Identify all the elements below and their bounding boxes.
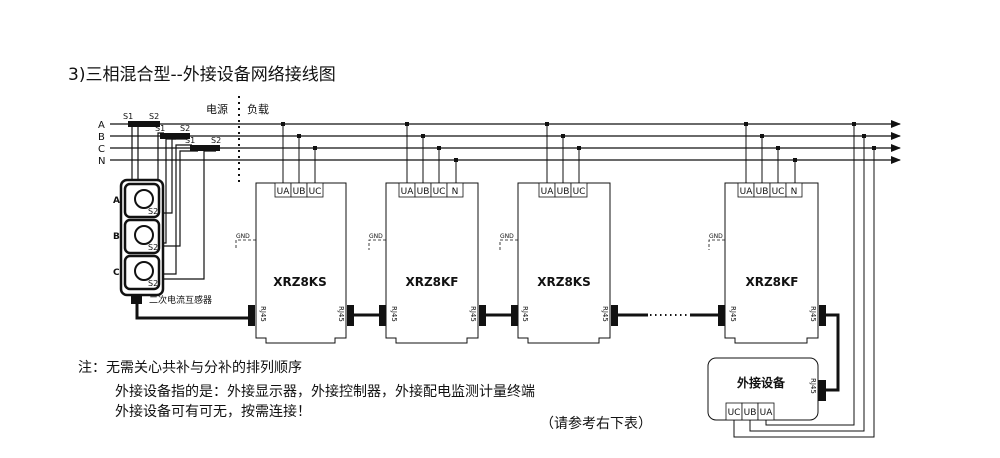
phase-label-n: N <box>98 156 105 167</box>
device-1-body <box>255 182 347 344</box>
device-3-port-left-label: RJ45 <box>521 306 529 322</box>
note-line-4: （请参考右下表） <box>540 416 652 432</box>
ct-bar-c <box>190 145 220 151</box>
device-2: UA UB UC N XRZ8KF GND RJ45 RJ45 <box>368 182 486 344</box>
ct-unit-s2-label-a: S2 <box>148 207 158 216</box>
ct-secondary-wiring <box>131 127 216 280</box>
device-1-terminal-uc: UC <box>309 187 322 197</box>
device-4: UA UB UC N XRZ8KF GND RJ45 RJ45 <box>708 182 826 344</box>
device-3-body <box>517 182 611 344</box>
device-4-terminal-uc: UC <box>772 187 785 197</box>
device-2-gnd-line <box>368 239 386 250</box>
ct-unit-s2-label-b: S2 <box>148 243 158 252</box>
device-3-terminal-ua: UA <box>541 187 555 197</box>
device-4-port-left <box>718 305 725 326</box>
external-terminal-uc: UC <box>728 408 741 418</box>
device-1-model: XRZ8KS <box>273 275 326 289</box>
device-2-port-right-label: RJ45 <box>469 306 477 322</box>
external-device-title: 外接设备 <box>737 375 786 390</box>
device-1-terminal-ub: UB <box>293 187 306 197</box>
device-2-port-right <box>479 305 486 326</box>
network-links <box>354 313 840 392</box>
external-terminal-ua: UA <box>760 408 774 418</box>
device-3-terminal-ub: UB <box>557 187 570 197</box>
ct-s1-label-c: S1 <box>185 136 195 145</box>
device-1-gnd-label: GND <box>236 233 250 240</box>
device-4-model: XRZ8KF <box>745 275 798 289</box>
ct-unit-s2-label-c: S2 <box>148 279 158 288</box>
ct-phase-label-c: C <box>113 268 120 278</box>
external-port <box>818 380 826 401</box>
device-3-gnd-label: GND <box>500 233 514 240</box>
link-device4-external <box>826 313 840 392</box>
phase-label-b: B <box>98 132 105 143</box>
device-2-terminal-uc: UC <box>433 187 446 197</box>
device-2-terminal-n: N <box>452 187 459 197</box>
ct-s1-label-b: S1 <box>155 124 165 133</box>
ct-coil-a <box>134 189 154 209</box>
load-label: 负载 <box>247 102 269 116</box>
device-4-terminal-ub: UB <box>756 187 769 197</box>
ct-bar-b <box>160 133 190 139</box>
source-load-divider: 电源 负载 <box>206 96 269 182</box>
device-1-gnd-line <box>235 239 256 250</box>
device-3-terminal-uc: UC <box>573 187 586 197</box>
device-2-port-left <box>379 305 386 326</box>
ct-coil-b <box>134 225 154 245</box>
device-4-body <box>724 182 819 344</box>
ct-stack: A B C S2 S2 S2 二次电流互感器 <box>113 178 212 306</box>
device-4-terminal-n: N <box>791 187 798 197</box>
phase-label-c: C <box>98 144 105 155</box>
device-1-terminal-ua: UA <box>277 187 291 197</box>
ct-s2-label-b: S2 <box>180 124 190 133</box>
device-4-terminal-ua: UA <box>740 187 754 197</box>
device-1-port-left-label: RJ45 <box>259 306 267 322</box>
device-1-port-right-label: RJ45 <box>337 306 345 322</box>
ct-s1-label-a: S1 <box>123 112 133 121</box>
device-2-gnd-label: GND <box>369 233 383 240</box>
device-3-gnd-line <box>499 239 518 250</box>
ct-s2-label-c: S2 <box>211 136 221 145</box>
ct-to-device-cable <box>135 304 248 320</box>
external-device: 外接设备 UC UB UA RJ45 <box>707 357 826 421</box>
device-2-port-left-label: RJ45 <box>390 306 398 322</box>
device-1-port-left <box>248 305 255 326</box>
note-line-2: 外接设备指的是：外接显示器，外接控制器，外接配电监测计量终端 <box>115 384 535 400</box>
ct-caption: 二次电流互感器 <box>149 294 212 306</box>
external-voltage-feed <box>733 124 875 438</box>
device-3-model: XRZ8KS <box>537 275 590 289</box>
device-4-port-left-label: RJ45 <box>729 306 737 322</box>
device-4-port-right-label: RJ45 <box>809 306 817 322</box>
device-1-port-right <box>347 305 354 326</box>
ct-bar-a <box>128 121 160 127</box>
phase-label-a: A <box>98 120 105 131</box>
external-terminal-ub: UB <box>744 408 757 418</box>
note-line-3: 外接设备可有可无，按需连接！ <box>115 404 311 420</box>
device-1: UA UB UC XRZ8KS GND RJ45 RJ45 <box>235 182 354 344</box>
device-3-port-right <box>611 305 618 326</box>
device-3-port-left <box>511 305 518 326</box>
ct-phase-label-a: A <box>113 196 120 206</box>
device-3-port-right-label: RJ45 <box>601 306 609 322</box>
ct-phase-label-b: B <box>113 232 120 242</box>
ct-s2-label-a: S2 <box>149 112 159 121</box>
voltage-taps <box>282 124 796 183</box>
device-2-body <box>385 182 479 344</box>
ct-coil-c <box>134 261 154 281</box>
device-4-port-right <box>819 305 826 326</box>
device-2-model: XRZ8KF <box>405 275 458 289</box>
device-2-terminal-ub: UB <box>417 187 430 197</box>
external-port-label: RJ45 <box>809 378 817 394</box>
note-line-1: 注：无需关心共补与分补的排列顺序 <box>78 360 302 376</box>
source-label: 电源 <box>206 102 228 116</box>
device-4-gnd-line <box>708 239 725 250</box>
ct-bars: S1 S2 S1 S2 S1 S2 <box>123 112 221 151</box>
device-2-terminal-ua: UA <box>401 187 415 197</box>
diagram-title: 3)三相混合型--外接设备网络接线图 <box>68 65 336 85</box>
device-4-gnd-label: GND <box>709 233 723 240</box>
device-3: UA UB UC XRZ8KS GND RJ45 RJ45 <box>499 182 618 344</box>
phase-bus: A B C N <box>98 120 901 167</box>
ct-output-plug <box>131 295 142 304</box>
